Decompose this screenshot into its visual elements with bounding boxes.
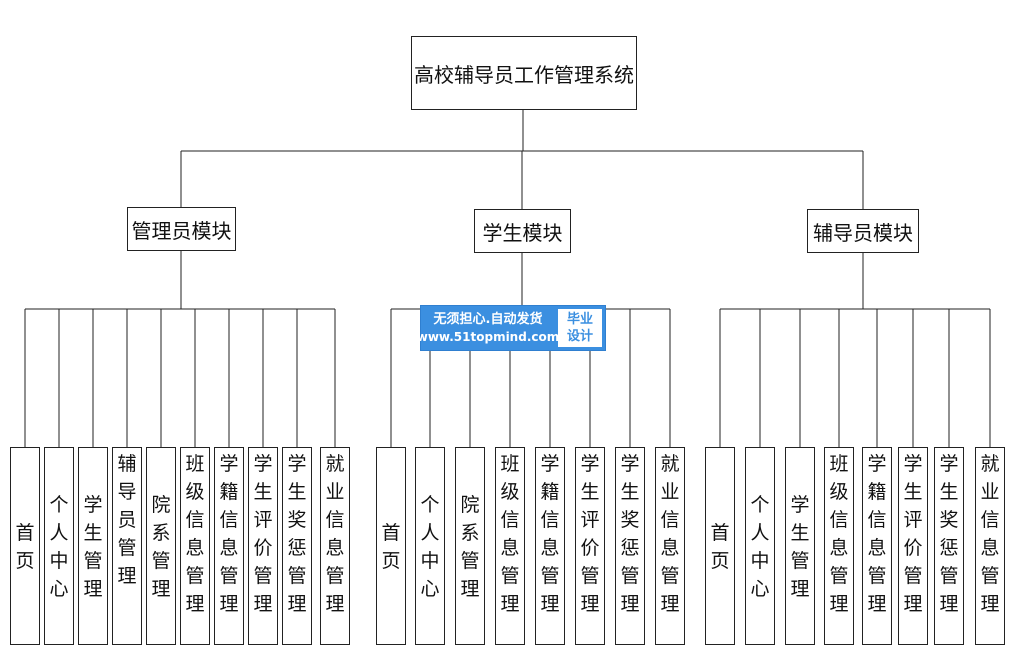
leaf-node-label: 学 籍 信 息 管 理: [540, 453, 560, 615]
module-node-admin: 管理员模块: [127, 207, 236, 251]
watermark-tag: 毕业 设计: [558, 309, 602, 347]
leaf-node-label: 首 页: [710, 522, 730, 572]
module-node-student: 学生模块: [474, 209, 571, 253]
leaf-node: 班 级 信 息 管 理: [495, 447, 525, 645]
leaf-node-label: 个 人 中 心: [49, 494, 69, 600]
leaf-node-label: 院 系 管 理: [460, 494, 480, 600]
leaf-node-label: 就 业 信 息 管 理: [325, 453, 345, 615]
leaf-node: 学 籍 信 息 管 理: [535, 447, 565, 645]
watermark-url: www.51topmind.com: [416, 329, 560, 344]
leaf-node-label: 就 业 信 息 管 理: [660, 453, 680, 615]
leaf-node-label: 辅 导 员 管 理: [117, 453, 137, 587]
leaf-node-label: 个 人 中 心: [750, 494, 770, 600]
watermark-slogan: 无须担心.自动发货: [433, 311, 543, 327]
module-node-counselor: 辅导员模块: [807, 209, 919, 253]
leaf-node: 就 业 信 息 管 理: [975, 447, 1005, 645]
root-node-label: 高校辅导员工作管理系统: [414, 62, 634, 87]
leaf-node: 首 页: [705, 447, 735, 645]
leaf-node: 班 级 信 息 管 理: [824, 447, 854, 645]
leaf-node-label: 学 生 评 价 管 理: [253, 453, 273, 615]
leaf-node: 学 生 奖 惩 管 理: [934, 447, 964, 645]
leaf-node-label: 学 生 奖 惩 管 理: [939, 453, 959, 615]
leaf-node-label: 院 系 管 理: [151, 494, 171, 600]
leaf-node-label: 学 生 奖 惩 管 理: [620, 453, 640, 615]
watermark-tag-line1: 毕业: [566, 312, 593, 327]
leaf-node: 个 人 中 心: [415, 447, 445, 645]
leaf-node-label: 学 生 评 价 管 理: [903, 453, 923, 615]
leaf-node: 辅 导 员 管 理: [112, 447, 142, 645]
leaf-node: 学 生 奖 惩 管 理: [282, 447, 312, 645]
leaf-node: 首 页: [376, 447, 406, 645]
leaf-node: 学 生 奖 惩 管 理: [615, 447, 645, 645]
leaf-node-label: 学 生 奖 惩 管 理: [287, 453, 307, 615]
leaf-node: 就 业 信 息 管 理: [655, 447, 685, 645]
leaf-node: 学 生 管 理: [78, 447, 108, 645]
root-node: 高校辅导员工作管理系统: [411, 36, 637, 110]
module-node-student-label: 学生模块: [482, 220, 563, 245]
leaf-node-label: 个 人 中 心: [420, 494, 440, 600]
leaf-node: 院 系 管 理: [146, 447, 176, 645]
leaf-node: 学 籍 信 息 管 理: [862, 447, 892, 645]
leaf-node-label: 学 生 管 理: [83, 494, 103, 600]
leaf-node-label: 班 级 信 息 管 理: [185, 453, 205, 615]
leaf-node-label: 班 级 信 息 管 理: [500, 453, 520, 615]
leaf-node-label: 学 籍 信 息 管 理: [867, 453, 887, 615]
leaf-node-label: 首 页: [381, 522, 401, 572]
leaf-node: 就 业 信 息 管 理: [320, 447, 350, 645]
leaf-node: 个 人 中 心: [745, 447, 775, 645]
leaf-node: 学 籍 信 息 管 理: [214, 447, 244, 645]
leaf-node: 院 系 管 理: [455, 447, 485, 645]
watermark-logo: 无须担心.自动发货 www.51topmind.com 毕业 设计: [417, 305, 606, 351]
leaf-node: 学 生 管 理: [785, 447, 815, 645]
leaf-node-label: 就 业 信 息 管 理: [980, 453, 1000, 615]
module-node-counselor-label: 辅导员模块: [813, 220, 913, 245]
watermark-text: 无须担心.自动发货 www.51topmind.com: [417, 306, 560, 350]
leaf-node: 学 生 评 价 管 理: [898, 447, 928, 645]
leaf-node-label: 学 生 评 价 管 理: [580, 453, 600, 615]
leaf-node: 学 生 评 价 管 理: [575, 447, 605, 645]
leaf-node-label: 学 生 管 理: [790, 494, 810, 600]
leaf-node: 班 级 信 息 管 理: [180, 447, 210, 645]
leaf-node: 首 页: [10, 447, 40, 645]
leaf-node: 学 生 评 价 管 理: [248, 447, 278, 645]
watermark-tag-line2: 设计: [566, 329, 593, 344]
leaf-node: 个 人 中 心: [44, 447, 74, 645]
leaf-node-label: 首 页: [15, 522, 35, 572]
leaf-node-label: 班 级 信 息 管 理: [829, 453, 849, 615]
module-node-admin-label: 管理员模块: [131, 218, 232, 243]
leaf-node-label: 学 籍 信 息 管 理: [219, 453, 239, 615]
